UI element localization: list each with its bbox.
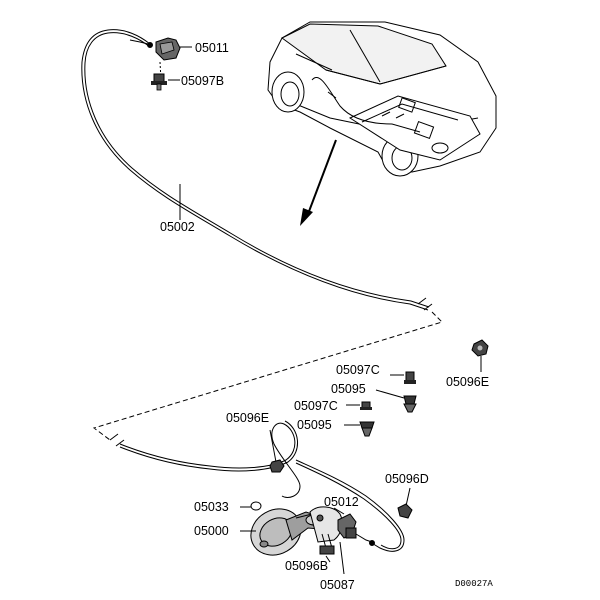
label-05002: 05002	[160, 220, 195, 234]
label-05096e-right: 05096E	[446, 375, 489, 389]
screw-05033	[240, 501, 262, 511]
label-05095-a: 05095	[331, 382, 366, 396]
label-05097b: 05097B	[181, 74, 224, 88]
fastener-05096e-left	[269, 429, 285, 473]
label-05096e-left: 05096E	[226, 411, 269, 425]
lever-handle-05011	[155, 37, 192, 61]
clip-05097c-a	[390, 371, 416, 384]
label-05033: 05033	[194, 500, 229, 514]
label-05096b: 05096B	[285, 559, 328, 573]
screw-05097b	[151, 61, 180, 91]
car-illustration	[267, 21, 497, 177]
fuel-lid-05000	[250, 506, 343, 556]
label-05095-b: 05095	[297, 418, 332, 432]
label-05011: 05011	[195, 41, 229, 55]
label-05097c-a: 05097C	[336, 363, 380, 377]
drawing-code: D00027A	[455, 579, 493, 589]
label-05087: 05087	[320, 578, 355, 592]
clip-05096d	[397, 487, 413, 519]
fastener-05096e-right	[471, 339, 489, 372]
lock-05012	[333, 507, 375, 546]
label-05096d: 05096D	[385, 472, 429, 486]
grommet-05095-a	[375, 389, 417, 413]
leader-05087	[339, 541, 345, 575]
clip-05097c-b	[346, 401, 372, 410]
leader-05096b	[325, 555, 331, 563]
release-cable-05002	[81, 29, 443, 552]
label-05097c-b: 05097C	[294, 399, 338, 413]
label-05012: 05012	[324, 495, 359, 509]
label-05000: 05000	[194, 524, 229, 538]
pointer-arrow	[300, 139, 337, 226]
grommet-05095-b	[344, 421, 375, 437]
